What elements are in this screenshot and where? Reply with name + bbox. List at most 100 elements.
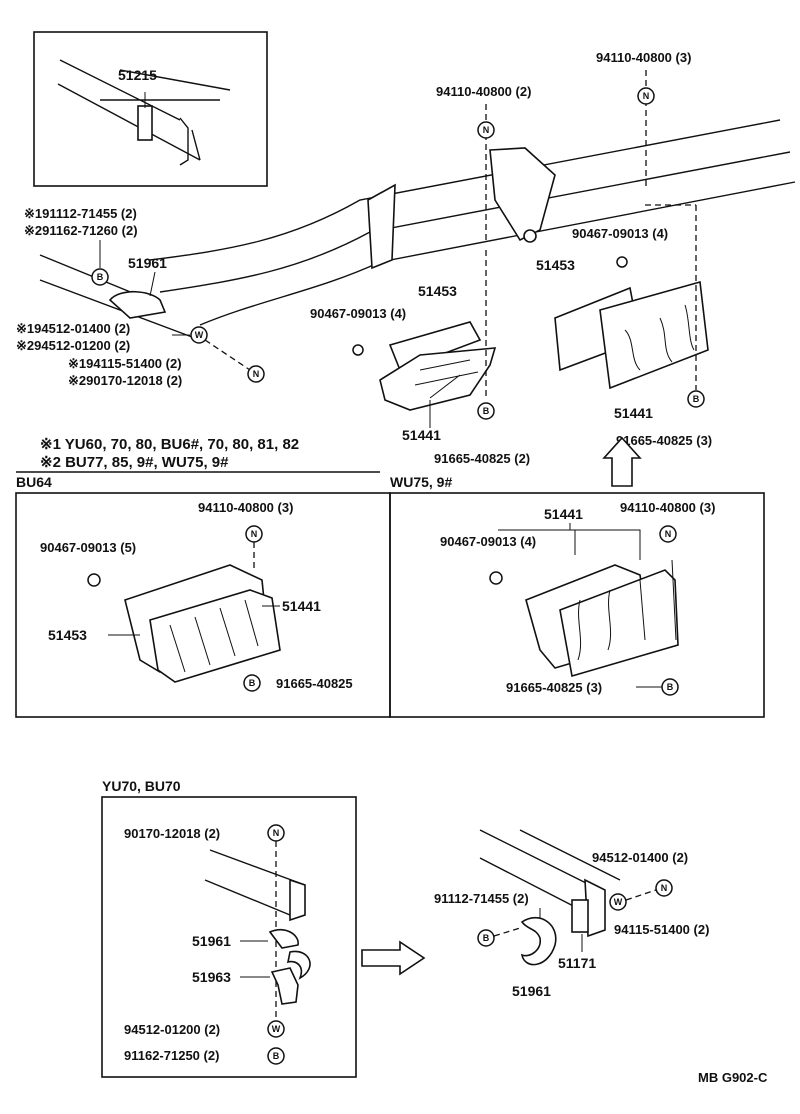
frame-bracket-left <box>367 183 396 270</box>
yu70-frame-end <box>289 878 306 922</box>
hook-main <box>108 290 167 319</box>
yu70-assembly: 90170-12018 (2) N 51961 51963 94512-0120… <box>124 824 311 1065</box>
label-hook: 51961 <box>128 255 167 271</box>
frame-bracket-center <box>489 147 556 242</box>
leader-nut-c <box>204 339 251 371</box>
inset-part-label: 51215 <box>118 67 157 83</box>
diagram-code: MB G902-C <box>698 1070 768 1085</box>
guard-b-slots <box>624 304 695 371</box>
label-guard-b: 51441 <box>614 405 653 421</box>
label-bu64-grommet: 90467-09013 (5) <box>40 540 136 555</box>
label-nut-a: 94110-40800 (2) <box>436 84 531 99</box>
panel-wu75 <box>389 492 765 718</box>
leader-hook <box>149 271 156 297</box>
label-detail-bracket: 51171 <box>558 955 596 971</box>
leader-detail-bolt-dash <box>493 927 521 937</box>
label-detail-nut: 94115-51400 (2) <box>614 922 709 937</box>
svg-text:W: W <box>195 330 204 340</box>
nut-icon: N <box>637 87 655 105</box>
label-detail-hook: 51961 <box>512 983 551 999</box>
svg-text:N: N <box>251 529 258 539</box>
bolt-icon: B <box>243 674 261 692</box>
inset-frame <box>33 31 268 187</box>
panel-yu70 <box>101 796 357 1078</box>
label-bu64-plate: 51453 <box>48 627 87 643</box>
label-nut-c1: ※194115-51400 (2) <box>68 356 182 371</box>
label-bolt-b: 91665-40825 (2) <box>434 451 530 466</box>
grommet-icon <box>352 344 364 356</box>
note-2: ※2 BU77, 85, 9#, WU75, 9# <box>40 454 229 471</box>
wu75-guard-slots <box>577 579 646 661</box>
nut-icon: N <box>655 879 673 897</box>
label-nut-b: 94110-40800 (3) <box>596 50 691 65</box>
washer-icon: W <box>609 893 627 911</box>
label-washer-a1: ※194512-01400 (2) <box>16 321 130 336</box>
label-bolt-c: 91665-40825 (3) <box>616 433 712 448</box>
svg-text:B: B <box>693 394 700 404</box>
label-yu70-hook: 51961 <box>192 933 231 949</box>
frame-rail-mid <box>159 151 791 293</box>
label-bolt-a2: ※291162-71260 (2) <box>24 223 138 238</box>
label-wu75-grommet: 90467-09013 (4) <box>440 534 536 549</box>
guard-b <box>599 280 709 390</box>
frame-bolt-hole <box>523 229 537 243</box>
inset-rail-end <box>179 117 201 166</box>
svg-text:N: N <box>665 529 672 539</box>
svg-text:B: B <box>249 678 256 688</box>
label-wu75-guard: 51441 <box>544 506 583 522</box>
main-frame <box>39 119 796 341</box>
arrow-up-icon <box>602 436 642 487</box>
label-washer-a2: ※294512-01200 (2) <box>16 338 130 353</box>
frame-rail-top <box>149 119 781 261</box>
plate-a <box>388 321 482 372</box>
wu75-guard <box>559 569 679 678</box>
detail-frame <box>479 829 621 913</box>
bolt-icon: B <box>91 268 109 286</box>
title-bu64: BU64 <box>16 474 52 490</box>
bolt-icon: B <box>477 929 495 947</box>
svg-text:N: N <box>273 828 280 838</box>
bolt-icon: B <box>477 402 495 420</box>
inset-clip <box>137 105 153 141</box>
label-grommet-a: 90467-09013 (4) <box>310 306 406 321</box>
svg-text:N: N <box>253 369 260 379</box>
wu75-assembly: 51441 94110-40800 (3) N 90467-09013 (4) … <box>440 500 715 696</box>
detail-bracket-part <box>571 899 589 933</box>
svg-text:B: B <box>97 272 104 282</box>
bu64-guard-ribs <box>169 599 259 673</box>
yu70-hook-curve <box>286 950 311 980</box>
svg-text:B: B <box>273 1051 280 1061</box>
grommet-icon <box>87 573 101 587</box>
svg-text:W: W <box>272 1024 281 1034</box>
svg-text:N: N <box>661 883 668 893</box>
label-plate-a: 51453 <box>418 283 457 299</box>
label-yu70-washer: 94512-01200 (2) <box>124 1022 220 1037</box>
inset-detail: 51215 <box>33 31 268 187</box>
svg-text:N: N <box>483 125 490 135</box>
label-guard-a: 51441 <box>402 427 441 443</box>
bolt-icon: B <box>661 678 679 696</box>
detail-hook-part <box>520 916 557 966</box>
frame-rail-low <box>199 181 796 326</box>
washer-icon: W <box>190 326 208 344</box>
bolt-icon: B <box>687 390 705 408</box>
svg-text:W: W <box>614 897 623 907</box>
bu64-assembly: 94110-40800 (3) N 90467-09013 (5) 51453 … <box>40 500 353 692</box>
title-yu70: YU70, BU70 <box>102 778 181 794</box>
yu70-hook-part <box>268 928 299 949</box>
note-1: ※1 YU60, 70, 80, BU6#, 70, 80, 81, 82 <box>40 436 299 453</box>
label-wu75-nut: 94110-40800 (3) <box>620 500 715 515</box>
arrow-right-icon <box>361 940 426 976</box>
washer-icon: W <box>267 1020 285 1038</box>
bu64-guard <box>149 589 281 683</box>
label-bu64-nut: 94110-40800 (3) <box>198 500 293 515</box>
title-wu75: WU75, 9# <box>390 474 452 490</box>
nut-icon: N <box>477 121 495 139</box>
svg-text:B: B <box>667 682 674 692</box>
bolt-icon: B <box>267 1047 285 1065</box>
label-detail-bolt: 91112-71455 (2) <box>434 891 529 906</box>
label-yu70-bracket: 51963 <box>192 969 231 985</box>
label-detail-washer: 94512-01400 (2) <box>592 850 688 865</box>
yu70-frame <box>204 849 306 916</box>
svg-text:N: N <box>643 91 650 101</box>
